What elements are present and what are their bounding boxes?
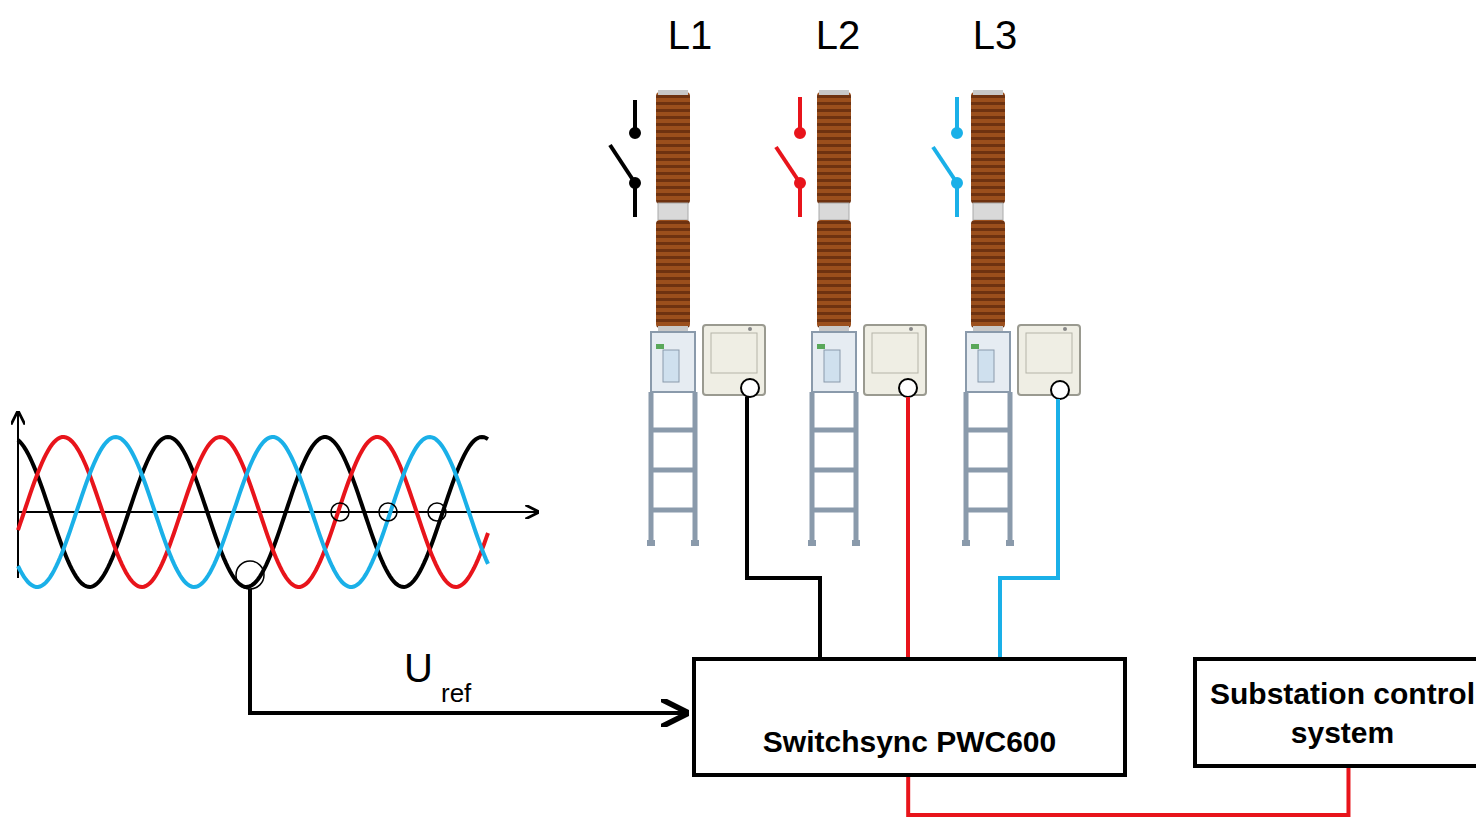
signal-name: U xyxy=(404,648,433,688)
signal-subscript: ref xyxy=(441,680,471,706)
phase-label: L1 xyxy=(668,15,713,55)
control-system-box: Substation control system xyxy=(1193,657,1476,768)
controller-box: Switchsync PWC600 xyxy=(692,657,1127,777)
box-label: Switchsync PWC600 xyxy=(763,722,1056,761)
phase-wave xyxy=(18,437,488,587)
phase-wave xyxy=(18,437,488,587)
box-label: Substation control system xyxy=(1197,674,1476,752)
phase-label: L2 xyxy=(816,15,861,55)
phase-label: L3 xyxy=(973,15,1018,55)
phase-wave xyxy=(18,437,488,587)
